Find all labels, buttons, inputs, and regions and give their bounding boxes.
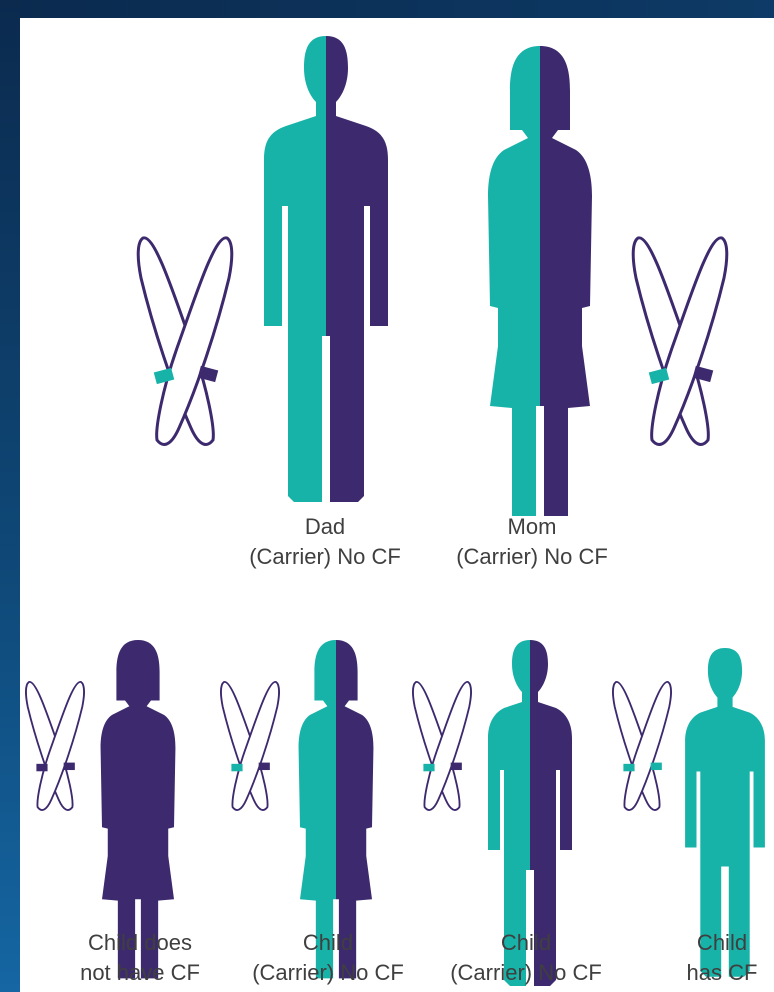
child1-line2: not have CF: [80, 958, 200, 988]
mom-label: Mom (Carrier) No CF: [456, 512, 608, 572]
mom-status-text: (Carrier) No CF: [456, 542, 608, 572]
dad-role-text: Dad: [249, 512, 401, 542]
child4-line2: has CF: [687, 958, 758, 988]
mom-role-text: Mom: [456, 512, 608, 542]
child1-label: Child does not have CF: [80, 928, 200, 988]
child3-label: Child (Carrier) No CF: [450, 928, 602, 988]
dad-figure: [264, 36, 388, 502]
child2-line2: (Carrier) No CF: [252, 958, 404, 988]
child2-chromosome-icon: [221, 682, 279, 810]
child1-chromosome-icon: [26, 682, 84, 810]
child3-chromosome-icon: [413, 682, 471, 810]
child3-line2: (Carrier) No CF: [450, 958, 602, 988]
child4-label: Child has CF: [687, 928, 758, 988]
child3-line1: Child: [450, 928, 602, 958]
mom-chromosome-icon: [633, 238, 727, 445]
child4-chromosome-icon: [613, 682, 671, 810]
dad-chromosome-icon: [138, 238, 232, 445]
dad-status-text: (Carrier) No CF: [249, 542, 401, 572]
child1-line1: Child does: [80, 928, 200, 958]
child2-line1: Child: [252, 928, 404, 958]
child2-label: Child (Carrier) No CF: [252, 928, 404, 988]
mom-figure: [488, 46, 592, 516]
dad-label: Dad (Carrier) No CF: [249, 512, 401, 572]
child4-line1: Child: [687, 928, 758, 958]
